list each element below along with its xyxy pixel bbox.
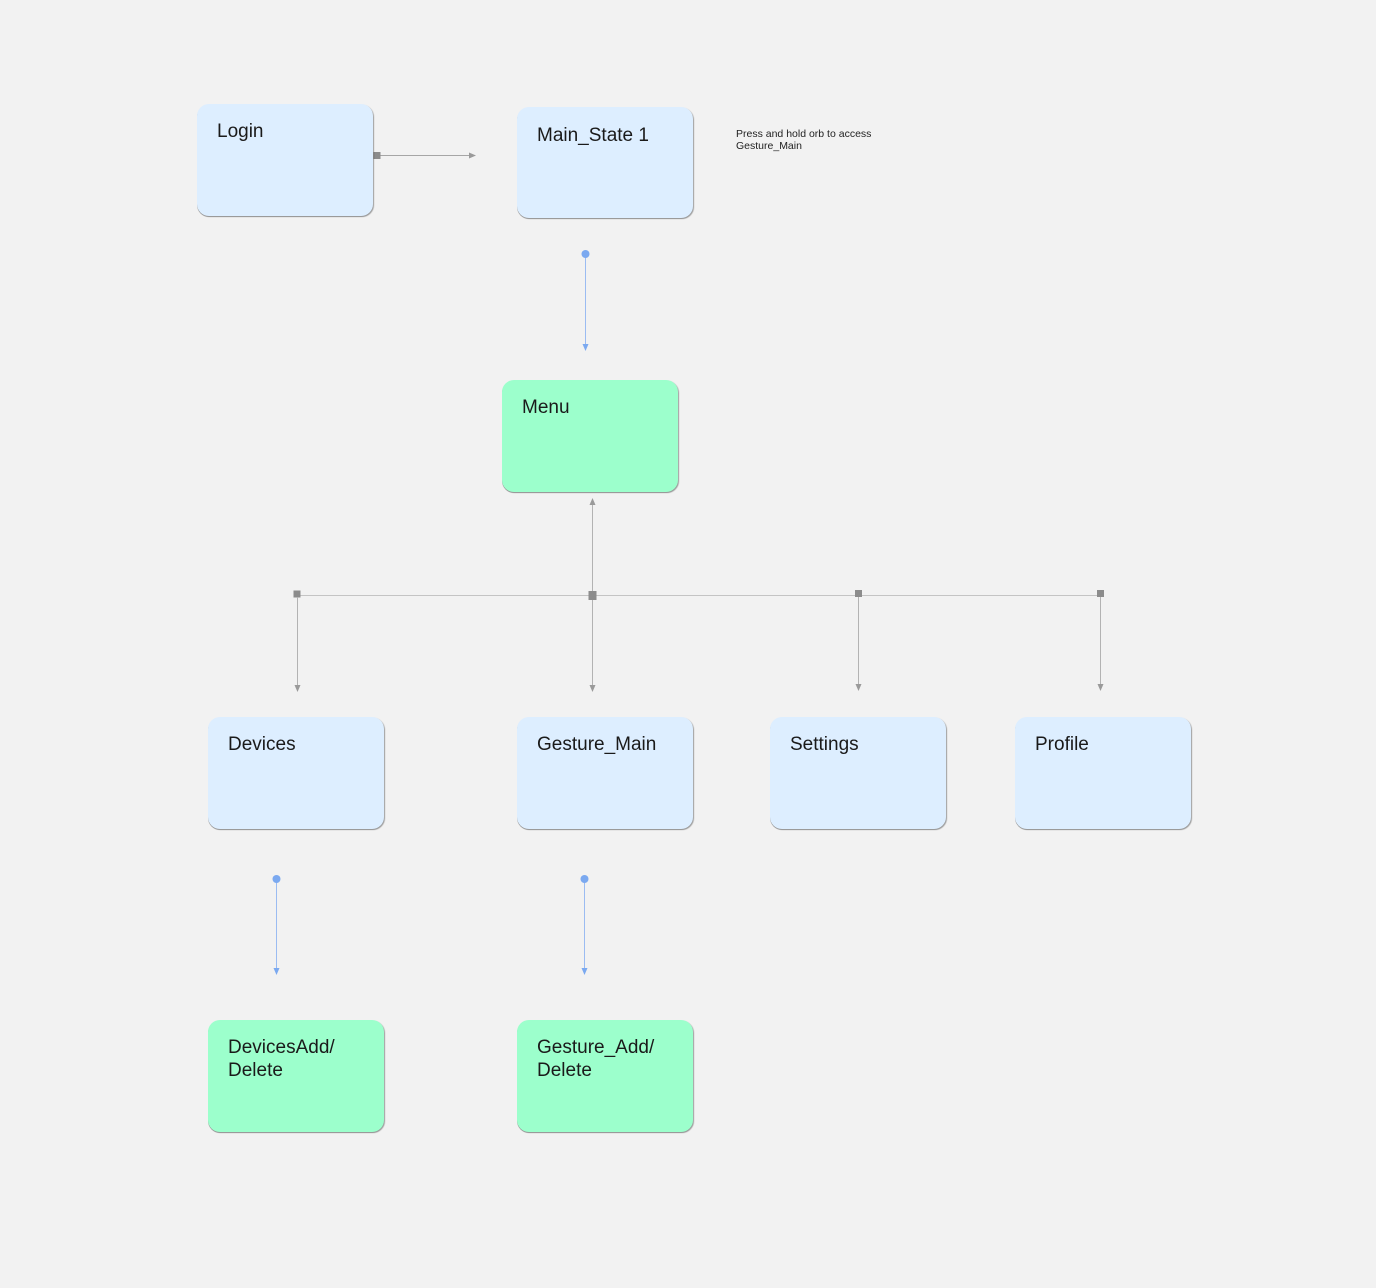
node-gesture-main[interactable]: Gesture_Main: [517, 717, 693, 829]
node-main-state-1[interactable]: Main_State 1: [517, 107, 693, 218]
node-menu-label: Menu: [522, 397, 570, 418]
node-gesture-main-label: Gesture_Main: [537, 734, 657, 755]
connector-to-gesture-main[interactable]: [588, 591, 597, 692]
node-gesture-add-delete[interactable]: Gesture_Add/ Delete: [517, 1020, 693, 1132]
connector-devices-to-devices-add-delete[interactable]: [272, 875, 281, 975]
node-main-state-1-label: Main_State 1: [537, 125, 649, 146]
connector-to-profile[interactable]: [1097, 590, 1104, 691]
node-profile-label: Profile: [1035, 734, 1089, 755]
connector-to-settings[interactable]: [855, 590, 862, 691]
node-devices[interactable]: Devices: [208, 717, 384, 829]
connector-hub-to-menu[interactable]: [589, 498, 596, 596]
annotation-note: Press and hold orb to access Gesture_Mai…: [736, 128, 872, 152]
connector-main-state-to-menu[interactable]: [581, 250, 590, 351]
node-login-label: Login: [217, 121, 264, 142]
connector-gesture-main-to-gesture-add-delete[interactable]: [580, 875, 589, 975]
node-devices-add-delete[interactable]: DevicesAdd/ Delete: [208, 1020, 384, 1132]
node-gesture-add-delete-label: Gesture_Add/ Delete: [537, 1037, 655, 1081]
connector-to-devices[interactable]: [293, 590, 301, 693]
node-devices-add-delete-label: DevicesAdd/ Delete: [228, 1037, 335, 1081]
node-devices-label: Devices: [228, 734, 296, 755]
node-profile[interactable]: Profile: [1015, 717, 1191, 829]
node-login[interactable]: Login: [197, 104, 373, 216]
node-settings[interactable]: Settings: [770, 717, 946, 829]
connector-login-to-main-state[interactable]: [373, 152, 477, 159]
node-settings-label: Settings: [790, 734, 859, 755]
node-menu[interactable]: Menu: [502, 380, 678, 492]
